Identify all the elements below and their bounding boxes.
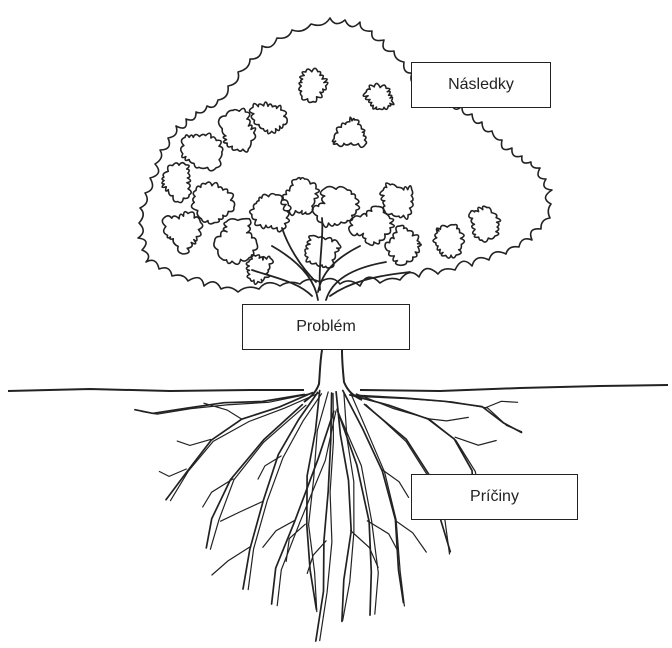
leaf-cluster <box>469 206 501 242</box>
root-line <box>212 547 250 575</box>
leaf-cluster <box>312 187 359 228</box>
root-line <box>350 392 404 606</box>
root-line <box>343 391 404 603</box>
tree-crown <box>138 18 552 292</box>
ground-line <box>8 385 668 391</box>
leaf-cluster <box>250 194 291 232</box>
problem-label-box: Problém <box>242 304 410 350</box>
root-line <box>455 437 496 445</box>
root-line <box>427 417 469 421</box>
tree-branches <box>252 218 410 300</box>
causes-label-box: Príčiny <box>411 474 578 520</box>
root-line <box>485 401 518 408</box>
root-line <box>177 439 211 445</box>
leaf-cluster <box>281 178 319 216</box>
leaf-cluster <box>363 83 394 109</box>
root-line <box>286 524 305 561</box>
root-line <box>358 397 522 432</box>
root-line <box>258 456 281 479</box>
root-line <box>221 502 263 522</box>
leaf-cluster <box>246 255 273 285</box>
consequences-label: Následky <box>448 76 514 94</box>
root-line <box>159 469 186 476</box>
problem-label: Problém <box>296 318 356 336</box>
leaf-cluster <box>219 108 256 152</box>
consequences-label-box: Následky <box>411 62 551 108</box>
leaf-cluster <box>162 212 202 254</box>
leaf-cluster <box>433 225 464 259</box>
root-line <box>396 521 427 552</box>
leaf-cluster <box>299 68 328 102</box>
root-line <box>206 405 302 548</box>
causes-label: Príčiny <box>470 488 519 506</box>
leaf-cluster <box>162 163 191 203</box>
root-line <box>316 393 332 641</box>
crown-outline <box>138 18 552 292</box>
leaf-cluster <box>332 117 366 147</box>
